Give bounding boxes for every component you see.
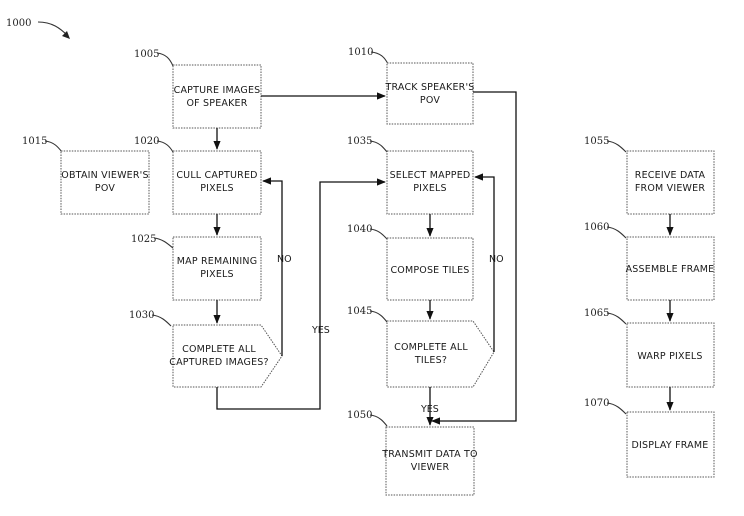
ref-1035-leader <box>369 140 388 153</box>
ref-1055-leader <box>606 140 627 153</box>
ref-1065-leader <box>606 312 627 325</box>
ref-1070-leader <box>606 402 627 415</box>
label-no-1030: NO <box>277 254 292 265</box>
svg-text:DISPLAY FRAME: DISPLAY FRAME <box>632 440 709 451</box>
ref-1015: 1015 <box>22 136 47 147</box>
arrow-1045-no-loop <box>474 173 495 352</box>
ref-1025-leader <box>153 237 174 249</box>
ref-1055: 1055 <box>584 136 609 147</box>
ref-1045: 1045 <box>347 306 372 317</box>
ref-1045-leader <box>369 310 388 323</box>
step-1070-display-frame: DISPLAY FRAME <box>626 411 715 478</box>
ref-1015-leader <box>44 140 63 153</box>
ref-1040-leader <box>369 228 388 240</box>
ref-1025: 1025 <box>131 234 156 245</box>
step-1060-assemble-frame: ASSEMBLE FRAME <box>626 236 715 301</box>
ref-1050-leader <box>369 414 388 427</box>
step-1065-warp-pixels: WARP PIXELS <box>626 322 715 388</box>
svg-text:COMPOSE TILES: COMPOSE TILES <box>390 265 469 276</box>
ref-1030-leader <box>151 314 172 327</box>
ref-1040: 1040 <box>347 224 372 235</box>
ref-1005-leader <box>156 52 174 67</box>
ref-1060-leader <box>606 226 627 239</box>
ref-1020-leader <box>156 140 174 153</box>
figure-ref-leader <box>37 21 69 37</box>
arrow-1030-no-loop <box>262 177 283 356</box>
step-1040-compose-tiles: COMPOSE TILES <box>386 237 474 301</box>
ref-1060: 1060 <box>584 222 609 233</box>
ref-1030: 1030 <box>129 310 154 321</box>
figure-ref-arrowhead <box>62 31 70 39</box>
svg-text:WARP PIXELS: WARP PIXELS <box>637 351 702 362</box>
ref-1020: 1020 <box>134 136 159 147</box>
ref-1070: 1070 <box>584 398 609 409</box>
arrow-1010-to-1050 <box>431 91 517 425</box>
arrow-1030-yes-to-1035 <box>216 178 386 410</box>
ref-1005: 1005 <box>134 49 159 60</box>
svg-text:ASSEMBLE FRAME: ASSEMBLE FRAME <box>626 264 715 275</box>
ref-1050: 1050 <box>347 410 372 421</box>
label-yes-1030: YES <box>311 325 330 336</box>
ref-1065: 1065 <box>584 308 609 319</box>
figure-ref: 1000 <box>6 18 31 29</box>
ref-1010: 1010 <box>348 47 373 58</box>
label-no-1045: NO <box>489 254 504 265</box>
ref-1010-leader <box>370 51 389 65</box>
ref-1035: 1035 <box>347 136 372 147</box>
label-yes-1045: YES <box>420 404 439 415</box>
